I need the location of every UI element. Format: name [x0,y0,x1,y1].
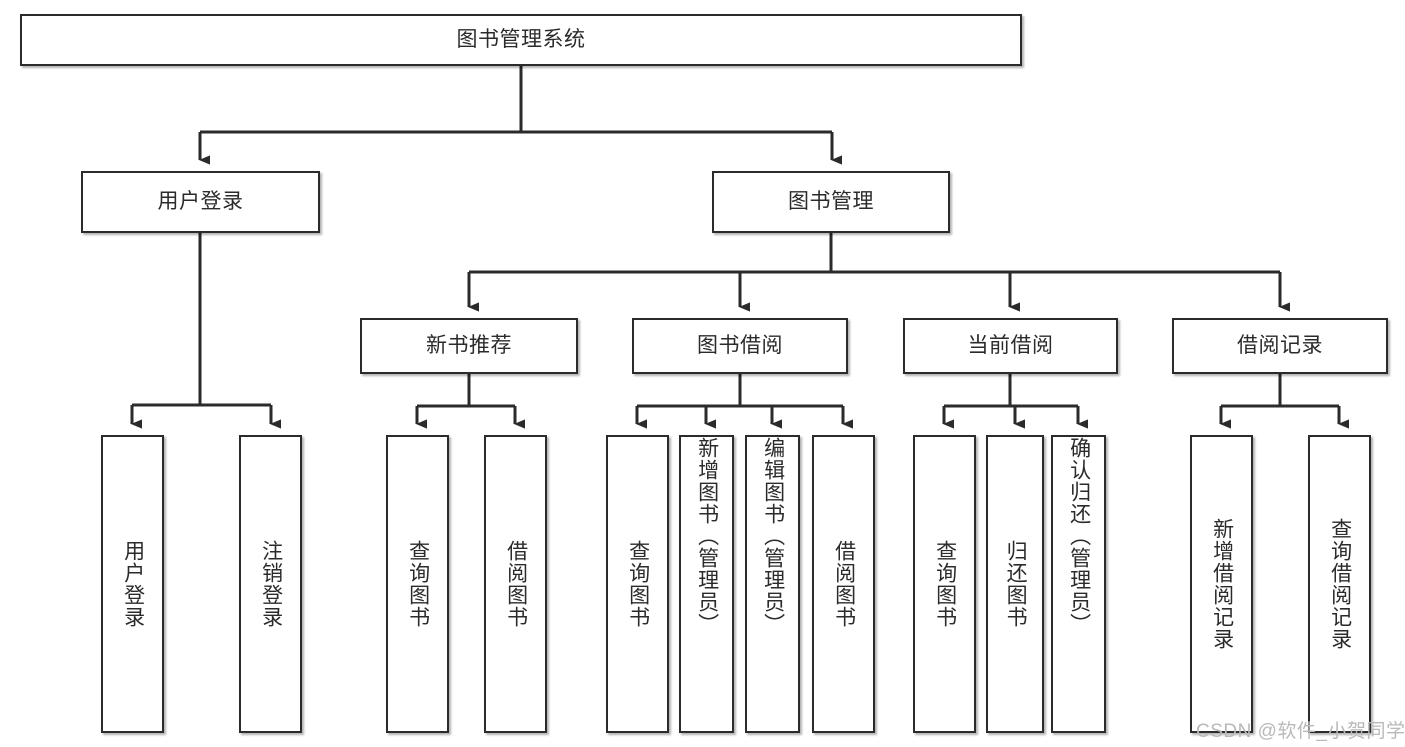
node-leaf-confirm-return[interactable]: 确认归还（管理员） [1051,435,1106,733]
node-borrow-record-label: 借阅记录 [1237,333,1323,357]
node-current-borrow[interactable]: 当前借阅 [903,318,1118,374]
node-leaf-query-borrow-record-label: 查询借阅记录 [1328,518,1352,650]
node-leaf-return-book-label: 归还图书 [1004,540,1028,628]
node-leaf-query-book-3-label: 查询图书 [933,540,957,628]
node-leaf-user-login[interactable]: 用户登录 [101,435,164,733]
node-leaf-return-book[interactable]: 归还图书 [986,435,1044,733]
node-book-borrow[interactable]: 图书借阅 [632,318,848,374]
node-leaf-query-borrow-record[interactable]: 查询借阅记录 [1308,435,1371,733]
node-leaf-query-book-1[interactable]: 查询图书 [386,435,449,733]
node-leaf-confirm-return-label: 确认归还（管理员） [1067,437,1091,635]
node-leaf-user-login-label: 用户登录 [121,540,145,628]
node-leaf-borrow-book-2[interactable]: 借阅图书 [812,435,875,733]
node-leaf-query-book-1-label: 查询图书 [406,540,430,628]
node-current-borrow-label: 当前借阅 [967,333,1054,357]
node-leaf-borrow-book-1-label: 借阅图书 [504,540,528,628]
node-borrow-record[interactable]: 借阅记录 [1172,318,1388,374]
node-root-label: 图书管理系统 [456,27,586,51]
node-leaf-query-book-3[interactable]: 查询图书 [913,435,976,733]
node-new-book-recommend-label: 新书推荐 [426,333,512,357]
node-leaf-borrow-book-1[interactable]: 借阅图书 [484,435,547,733]
node-leaf-query-book-2-label: 查询图书 [626,540,650,628]
node-book-borrow-label: 图书借阅 [697,333,783,357]
node-book-manage[interactable]: 图书管理 [712,171,950,233]
node-book-manage-label: 图书管理 [788,189,874,213]
node-leaf-user-logout-label: 注销登录 [259,540,283,628]
node-leaf-edit-book-label: 编辑图书（管理员） [761,437,785,635]
node-leaf-add-book-label: 新增图书（管理员） [695,437,719,635]
node-leaf-edit-book[interactable]: 编辑图书（管理员） [745,435,800,733]
node-leaf-add-borrow-record[interactable]: 新增借阅记录 [1190,435,1253,733]
node-root-system[interactable]: 图书管理系统 [20,14,1022,66]
node-user-login[interactable]: 用户登录 [81,171,320,233]
node-user-login-label: 用户登录 [157,189,244,213]
csdn-watermark: CSDN @软件_小贺同学 [1196,721,1405,742]
node-new-book-recommend[interactable]: 新书推荐 [360,318,578,374]
node-leaf-query-book-2[interactable]: 查询图书 [606,435,669,733]
node-leaf-add-book[interactable]: 新增图书（管理员） [679,435,734,733]
node-leaf-add-borrow-record-label: 新增借阅记录 [1210,518,1234,650]
node-leaf-user-logout[interactable]: 注销登录 [239,435,302,733]
node-leaf-borrow-book-2-label: 借阅图书 [832,540,856,628]
